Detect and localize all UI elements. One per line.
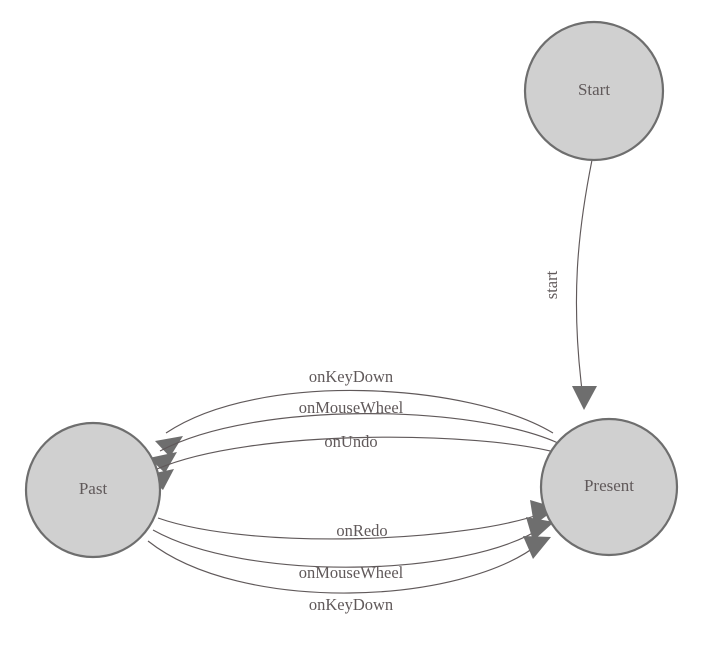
node-shape	[24, 421, 162, 559]
edge-line	[165, 389, 554, 434]
node-shape	[523, 20, 665, 162]
edge-line	[156, 436, 563, 470]
edge-label-onmousewheel-up: onMouseWheel	[299, 398, 404, 417]
edge-label-start: start	[542, 270, 561, 299]
edge-label-onmousewheel-down: onMouseWheel	[299, 563, 404, 582]
arrowhead-icon	[572, 386, 597, 410]
edge-start-to-present[interactable]: start	[542, 159, 597, 410]
edge-label-onkeydown-down: onKeyDown	[309, 595, 393, 614]
edge-past-to-present-onredo[interactable]: onRedo	[157, 500, 557, 540]
edge-line	[575, 159, 593, 399]
arrowhead-icon	[523, 536, 551, 559]
edge-label-onredo: onRedo	[336, 521, 387, 540]
state-node-past[interactable]: Past	[24, 421, 162, 559]
edge-layer: start onKeyDown onMouseWheel onUndo	[146, 159, 597, 614]
edge-line	[152, 526, 544, 568]
node-label-past: Past	[79, 479, 108, 498]
node-layer: Start Past Present	[24, 20, 679, 559]
node-label-start: Start	[578, 80, 610, 99]
edge-present-to-past-onundo[interactable]: onUndo	[146, 432, 563, 490]
arrowhead-icon	[149, 452, 177, 473]
state-node-present[interactable]: Present	[539, 417, 679, 557]
edge-line	[147, 540, 541, 594]
state-node-start[interactable]: Start	[523, 20, 665, 162]
arrowhead-icon	[526, 517, 554, 541]
edge-past-to-present-onmousewheel[interactable]: onMouseWheel	[152, 517, 554, 582]
edge-present-to-past-onmousewheel[interactable]: onMouseWheel	[149, 398, 559, 473]
node-shape	[539, 417, 679, 557]
edge-past-to-present-onkeydown[interactable]: onKeyDown	[147, 536, 551, 614]
edge-line	[159, 413, 559, 452]
node-label-present: Present	[584, 476, 634, 495]
edge-line	[157, 511, 547, 540]
edge-label-onkeydown-up: onKeyDown	[309, 367, 393, 386]
edge-label-onundo: onUndo	[324, 432, 377, 451]
